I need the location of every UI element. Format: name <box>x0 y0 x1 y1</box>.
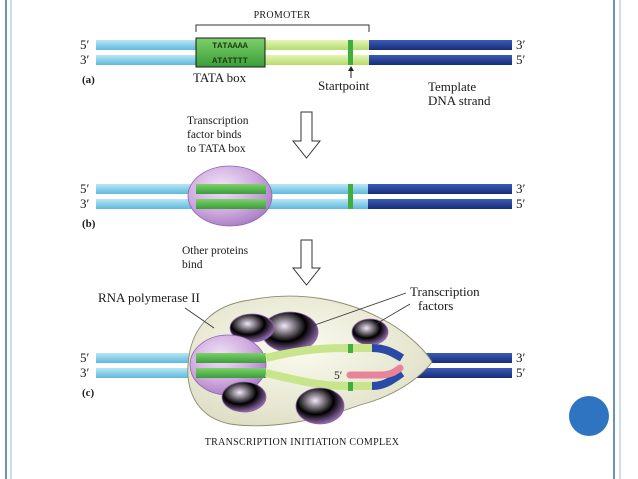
step-1: Transcription factor binds to TATA box <box>187 111 322 159</box>
startpoint-c-bottom <box>348 382 353 391</box>
step2-down-arrow <box>291 239 322 286</box>
slide-border <box>5 0 621 479</box>
rna-transcript <box>346 364 404 379</box>
label-5prime-c-bottom: 5′ <box>516 365 526 380</box>
template-label-line2: DNA strand <box>428 93 491 108</box>
tata-binding-protein <box>187 165 273 227</box>
tata-box <box>195 37 266 68</box>
strand-a-bottom-light <box>96 55 196 65</box>
panel-c: 5′ 5′ 3′ 3′ 5′ (c) RNA polymerase II Tra… <box>80 284 526 448</box>
tf-leader-2 <box>375 303 411 325</box>
strand-a-top-promoter <box>265 40 369 50</box>
rna-5prime-label: 5′ <box>334 370 342 382</box>
panel-b-label: (b) <box>82 218 96 230</box>
step1-line2: factor binds <box>187 129 242 141</box>
startpoint-c-top <box>348 344 353 353</box>
strand-a-top-dark <box>369 40 512 50</box>
label-3prime-b-top: 3′ <box>516 181 526 196</box>
tf-leader-1 <box>311 292 407 327</box>
complex-label: Transcription initiation complex <box>205 437 400 448</box>
tf-lower-left <box>221 381 267 413</box>
tf-upper-right <box>351 318 389 346</box>
tf-label-line2: factors <box>418 298 453 313</box>
strand-a-top-light <box>96 40 196 50</box>
startpoint-b <box>348 184 353 209</box>
strand-a-bottom-promoter <box>265 55 369 65</box>
label-3prime-c-top: 3′ <box>516 350 526 365</box>
tata-c-bottom <box>196 368 266 378</box>
label-5prime-b-bottom: 5′ <box>516 196 526 211</box>
tata-b-bottom <box>196 199 266 209</box>
panel-c-label: (c) <box>82 387 95 399</box>
label-5prime-b-top: 5′ <box>80 181 90 196</box>
tata-b-top <box>196 184 266 194</box>
step2-line2: bind <box>182 259 203 271</box>
label-5prime-a-top: 5′ <box>80 37 90 52</box>
promoter-label: Promoter <box>254 10 311 21</box>
strand-c-bottom-dark <box>400 368 512 378</box>
label-3prime-a-bottom: 3′ <box>80 52 90 67</box>
strand-c-top-dark <box>400 353 512 363</box>
panel-a: Promoter TATAAAA ATATTTT 5′ 3′ 3′ 5′ (a)… <box>80 10 526 108</box>
step1-line3: to TATA box <box>187 143 246 155</box>
step1-line1: Transcription <box>187 115 249 127</box>
tata-box-label: TATA box <box>193 70 247 85</box>
rna-pol-leader <box>184 307 215 329</box>
panel-a-label: (a) <box>82 74 95 86</box>
label-3prime-b-bottom: 3′ <box>80 196 90 211</box>
startpoint-marker <box>348 40 353 65</box>
strand-a-bottom-dark <box>369 55 512 65</box>
bubble-top-dark <box>371 344 405 362</box>
label-5prime-c-top: 5′ <box>80 350 90 365</box>
tata-c-top <box>196 353 266 363</box>
step2-line1: Other proteins <box>182 245 249 257</box>
step-2: Other proteins bind <box>182 239 322 286</box>
tata-bottom-sequence: ATATTTT <box>212 56 248 66</box>
label-5prime-a-bottom: 5′ <box>516 52 526 67</box>
tata-top-sequence: TATAAAA <box>212 41 249 51</box>
strand-c-top-light <box>96 353 206 363</box>
strand-b-top-dark <box>368 184 512 194</box>
startpoint-label: Startpoint <box>318 78 370 93</box>
startpoint-arrowhead <box>348 66 354 71</box>
label-3prime-a-top: 3′ <box>516 37 526 52</box>
bubble-bottom-dark <box>371 369 405 390</box>
panel-b: 5′ 3′ 3′ 5′ (b) <box>80 165 526 230</box>
template-label-line1: Template <box>428 79 476 94</box>
decorative-dot <box>569 396 609 436</box>
strand-b-bottom-dark <box>368 199 512 209</box>
step1-down-arrow <box>291 111 322 159</box>
label-3prime-c-bottom: 3′ <box>80 365 90 380</box>
rna-polymerase-label: RNA polymerase II <box>98 290 200 305</box>
tf-lower-middle <box>295 387 345 425</box>
promoter-bracket <box>195 24 370 32</box>
tf-label-line1: Transcription <box>410 284 480 299</box>
strand-c-bottom-light <box>96 368 206 378</box>
